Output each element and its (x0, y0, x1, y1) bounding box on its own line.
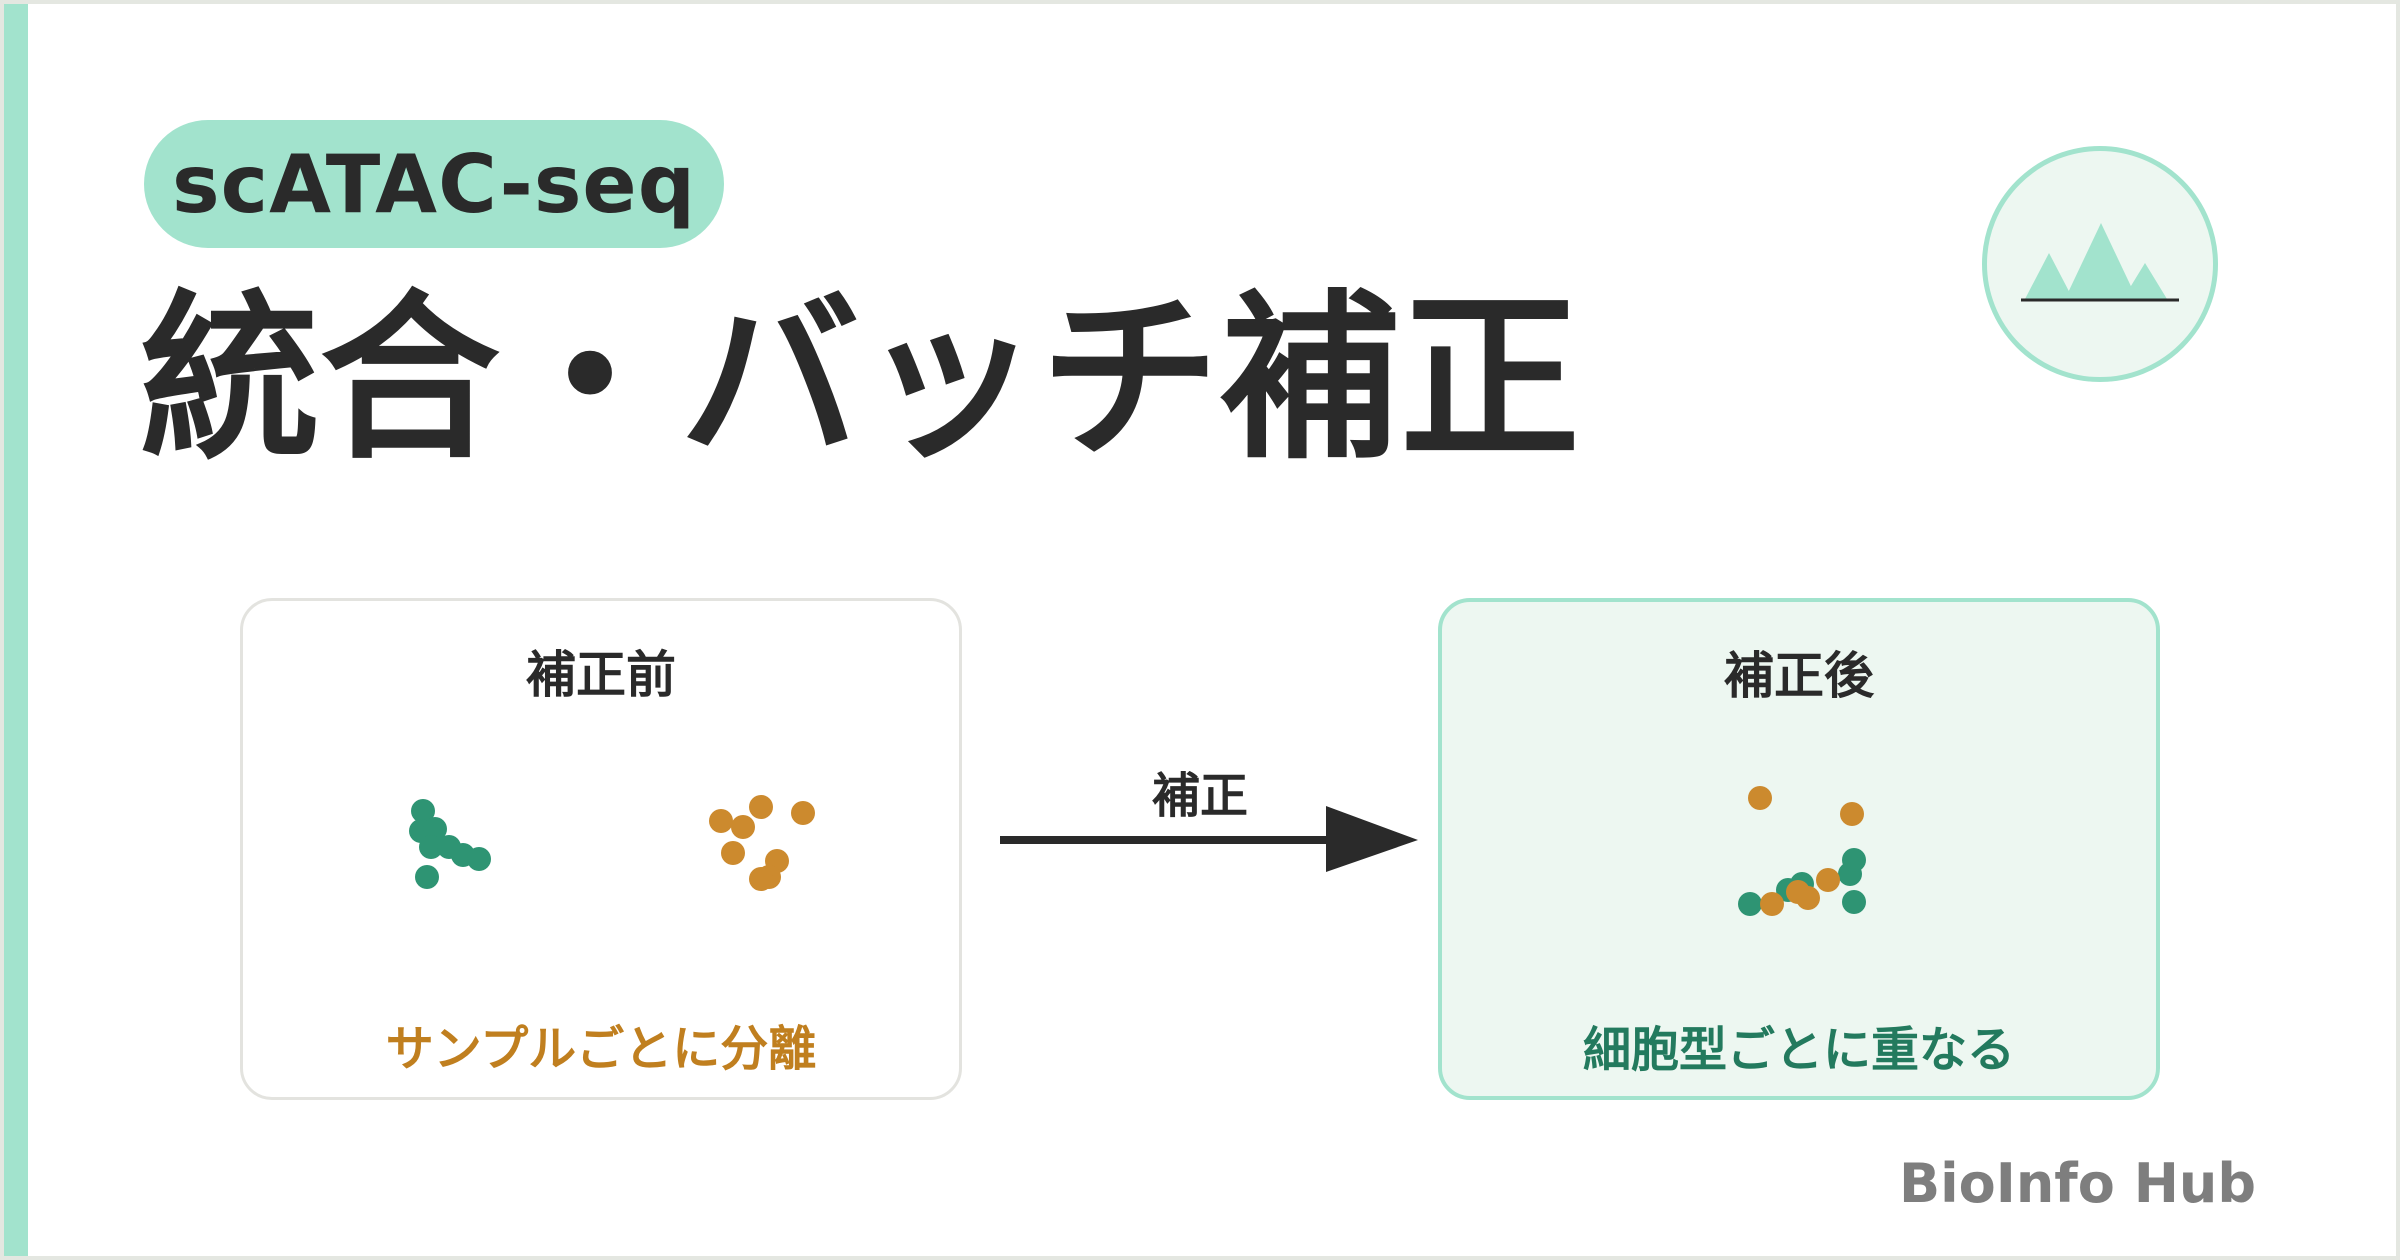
cell-point (419, 835, 443, 859)
cell-point (411, 799, 435, 823)
cell-point (467, 847, 491, 871)
sample-a-cluster (409, 799, 491, 889)
after-scatter (1738, 786, 1866, 916)
cell-point (731, 815, 755, 839)
cell-point (1842, 848, 1866, 872)
logo-badge (1982, 146, 2218, 382)
cell-point (1760, 892, 1784, 916)
peak-center (2065, 223, 2137, 299)
panel-after-caption: 細胞型ごとに重なる (1582, 1022, 2015, 1078)
cell-point (749, 867, 773, 891)
cell-point (1816, 868, 1840, 892)
right-arrow-icon (1000, 806, 1418, 872)
page-title: 統合・バッチ補正 (140, 275, 1581, 484)
cell-point (791, 801, 815, 825)
peak-right (2123, 263, 2167, 299)
cell-point (749, 795, 773, 819)
panel-before-correction: 補正前 サンプルごとに分離 (240, 598, 962, 1100)
cell-point (1796, 886, 1820, 910)
panel-before-caption: サンプルごとに分離 (385, 1021, 817, 1077)
before-scatter (409, 795, 815, 891)
panel-before-title: 補正前 (526, 646, 676, 704)
cell-point (1840, 802, 1864, 826)
cell-point (1842, 890, 1866, 914)
panel-after-title: 補正後 (1724, 647, 1874, 705)
cell-point (1748, 786, 1772, 810)
peak-left (2025, 253, 2073, 299)
peaks-icon (2021, 223, 2179, 302)
footer-brand: BioInfo Hub (1899, 1152, 2256, 1215)
cell-point (415, 865, 439, 889)
arrow-label: 補正 (1151, 768, 1248, 824)
sample-b-cells (1748, 786, 1864, 916)
sample-b-cluster (709, 795, 815, 891)
panel-after-correction: 補正後 細胞型ごとに重なる (1438, 598, 2160, 1100)
cell-point (721, 841, 745, 865)
cell-point (709, 809, 733, 833)
topic-tag: scATAC-seq (144, 120, 724, 248)
topic-tag-label: scATAC-seq (172, 137, 696, 231)
accent-bar (0, 0, 28, 1260)
cell-point (423, 817, 447, 841)
cell-point (1738, 892, 1762, 916)
